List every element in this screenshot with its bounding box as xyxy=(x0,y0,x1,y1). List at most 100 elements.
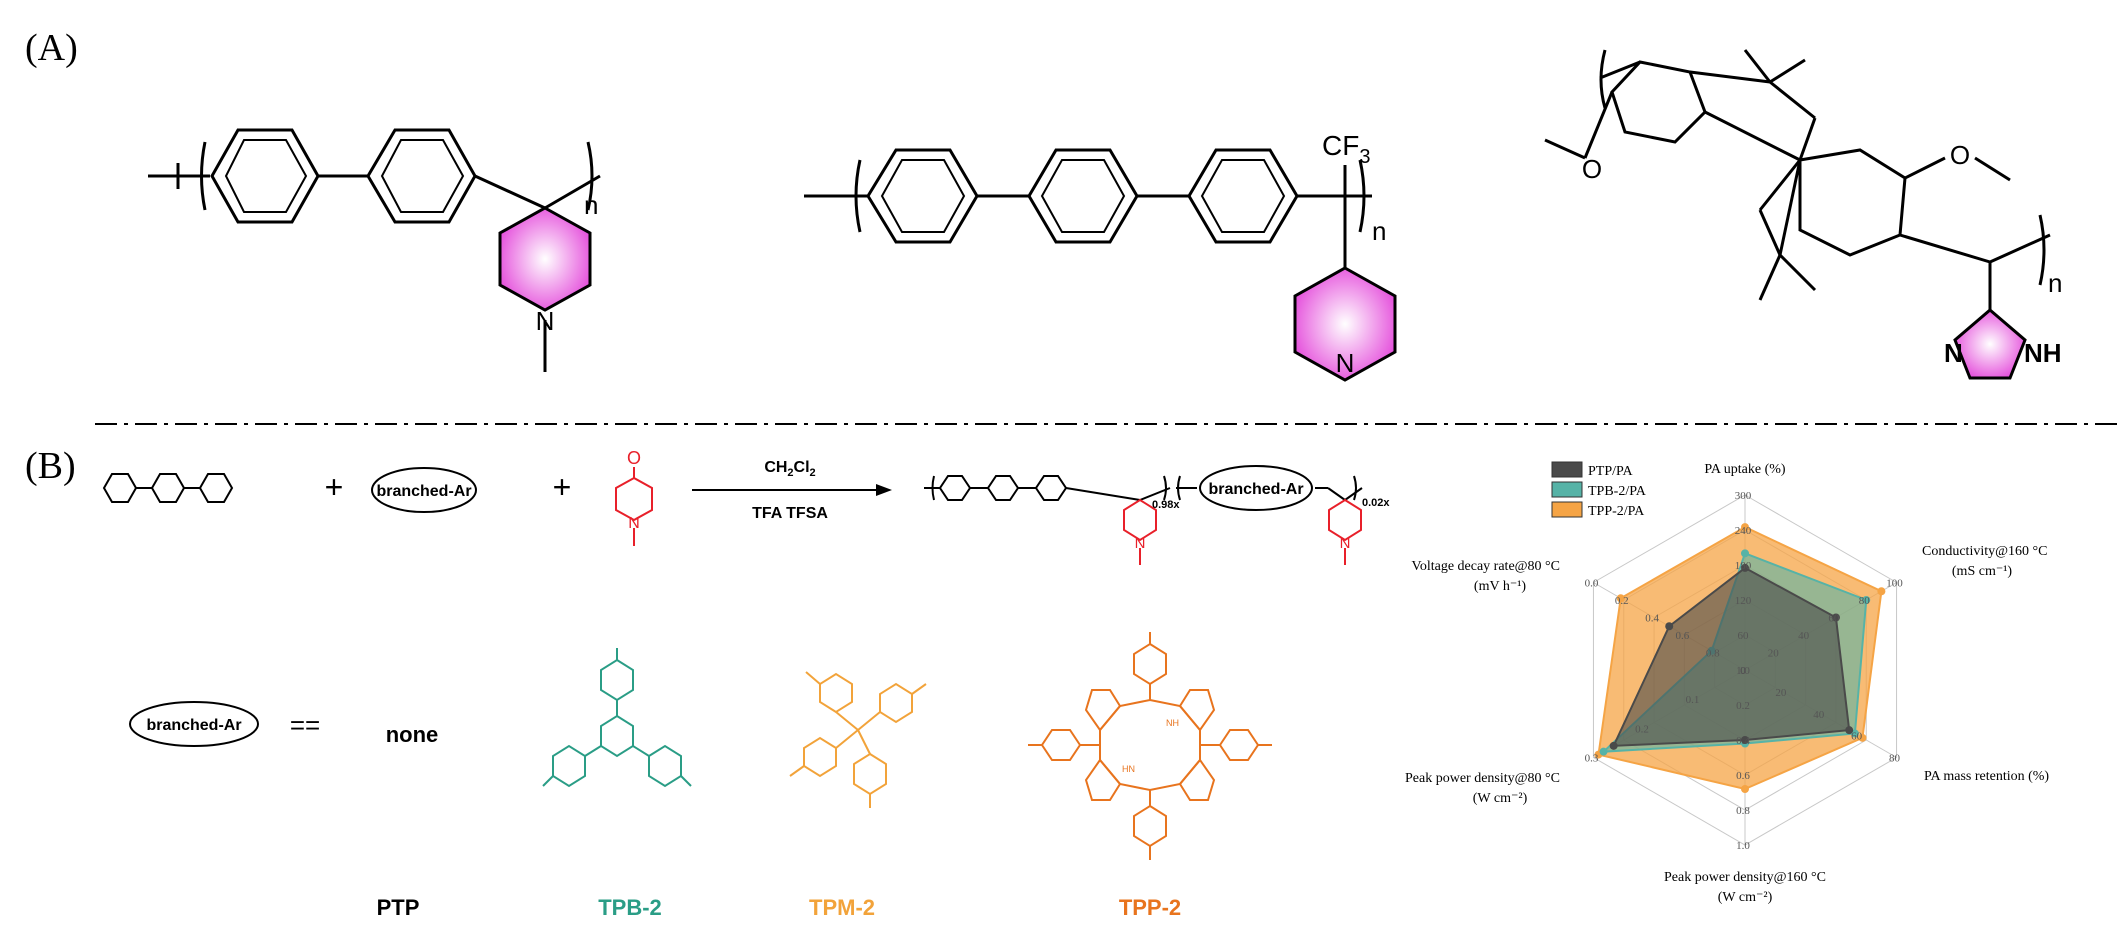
radar-axis-label: Peak power density@80 °C xyxy=(1405,771,1560,786)
legend-entry: PTP/PA xyxy=(1588,464,1634,479)
plus-1: + xyxy=(325,469,344,505)
radar-tick-label: 0 xyxy=(1740,665,1746,677)
product-piperidine-1 xyxy=(1123,498,1157,565)
radar-tick-label: 300 xyxy=(1735,490,1752,502)
tpp-structure xyxy=(1028,632,1272,860)
piperidone-n: N xyxy=(628,515,640,532)
branched-ar-label-2: branched-Ar xyxy=(1208,481,1303,498)
structure-2 xyxy=(804,148,1372,268)
radar-axis-label: Peak power density@160 °C xyxy=(1664,870,1826,885)
legend-swatch xyxy=(1551,461,1583,478)
radar-tick-label: 100 xyxy=(1886,578,1903,590)
cf3-label: CF3 xyxy=(1322,130,1370,168)
radar-point-PTP/PA xyxy=(1741,736,1749,744)
radar-tick-label: 180 xyxy=(1735,560,1752,572)
radar-tick-label: 0.6 xyxy=(1676,630,1690,642)
panel-b-label: (B) xyxy=(25,445,76,487)
piperidone-monomer xyxy=(615,467,653,546)
radar-axis-label: Conductivity@160 °C xyxy=(1922,544,2047,559)
radar-tick-label: 40 xyxy=(1813,709,1825,721)
radar-point-TPP-2/PA xyxy=(1877,587,1886,596)
radar-chart: 06012018024030002040608010002040608000.2… xyxy=(1405,461,2049,905)
radar-tick-label: 80 xyxy=(1889,753,1901,765)
radar-tick-label: 60 xyxy=(1851,731,1863,743)
radar-tick-label: 0 xyxy=(1740,665,1746,677)
branched-ar-oval-2 xyxy=(1199,465,1313,511)
product-polymer xyxy=(924,475,1363,501)
radar-tick-label: 120 xyxy=(1735,595,1752,607)
branched-ar-label-1: branched-Ar xyxy=(376,483,471,500)
product-ratio-2: 0.02x xyxy=(1362,497,1390,509)
radar-tick-label: 1.0 xyxy=(1736,840,1750,852)
radar-tick-label: 20 xyxy=(1775,687,1787,699)
terphenyl-monomer xyxy=(102,473,234,503)
branched-ar-oval-1 xyxy=(371,467,477,513)
radar-tick-label: 60 xyxy=(1828,613,1840,625)
radar-tick-label: 0.4 xyxy=(1645,613,1659,625)
radar-point-PTP/PA xyxy=(1831,613,1840,622)
radar-tick-label: 0.2 xyxy=(1635,723,1649,735)
radar-tick-label: 60 xyxy=(1738,630,1750,642)
reagent-line-1: CH2Cl2 xyxy=(764,459,815,479)
subscript-n-2: n xyxy=(1372,216,1386,246)
radar-tick-label: 40 xyxy=(1798,630,1810,642)
structure-1 xyxy=(148,128,601,224)
radar-point-TPP-2/PA xyxy=(1741,523,1749,532)
imidazole-n: N xyxy=(1944,338,1963,368)
panel-a-label: (A) xyxy=(25,27,78,69)
radar-tick-label: 0.4 xyxy=(1736,735,1750,747)
reaction-arrowhead xyxy=(876,484,892,496)
radar-axis-label: PA uptake (%) xyxy=(1704,462,1785,477)
none-label: none xyxy=(386,722,439,747)
radar-tick-label: 0.1 xyxy=(1686,694,1700,706)
plus-2: + xyxy=(553,469,572,505)
reagent-line-2: TFA TFSA xyxy=(752,505,828,522)
pyridine-n: N xyxy=(1336,348,1355,378)
tpb-structure xyxy=(542,648,692,788)
branched-ar-label-3: branched-Ar xyxy=(146,717,241,734)
radar-point-TPP-2/PA xyxy=(1616,594,1625,603)
legend-swatch xyxy=(1551,481,1583,498)
radar-axis-label: Voltage decay rate@80 °C xyxy=(1412,559,1560,574)
radar-tick-label: 0.2 xyxy=(1615,595,1629,607)
methoxy-o-left: O xyxy=(1582,154,1602,184)
product-n-1: N xyxy=(1135,535,1146,552)
radar-tick-label: 240 xyxy=(1735,525,1752,537)
methoxy-o-right: O xyxy=(1950,140,1970,170)
radar-tick-label: 0.8 xyxy=(1736,805,1750,817)
tpp-label: TPP-2 xyxy=(1119,895,1181,920)
radar-axis-unit: (W cm⁻²) xyxy=(1473,791,1528,806)
pyridine-ring xyxy=(1293,266,1397,382)
subscript-n-3: n xyxy=(2048,268,2062,298)
branched-ar-oval-3 xyxy=(129,701,259,747)
imidazole-nh: NH xyxy=(2024,338,2062,368)
radar-tick-label: 80 xyxy=(1859,595,1871,607)
radar-axis-label: PA mass retention (%) xyxy=(1924,769,2049,784)
subscript-n-1: n xyxy=(584,190,598,220)
radar-tick-label: 0.2 xyxy=(1736,700,1750,712)
tpp-nh: NH xyxy=(1166,718,1179,728)
radar-point-TPB-2/PA xyxy=(1599,747,1608,756)
radar-point-PTP/PA xyxy=(1845,726,1854,735)
tpm-label: TPM-2 xyxy=(809,895,875,920)
ptp-label: PTP xyxy=(377,895,420,920)
piperidine-n-1: N xyxy=(536,306,555,336)
radar-tick-label: 0 xyxy=(1740,665,1746,677)
radar-point-PTP/PA xyxy=(1741,563,1749,572)
radar-point-PTP/PA xyxy=(1665,622,1674,631)
tpm-structure xyxy=(789,671,927,808)
radar-axis-unit: (mS cm⁻¹) xyxy=(1952,564,2013,579)
radar-point-TPP-2/PA xyxy=(1858,733,1867,742)
legend-swatch xyxy=(1551,501,1583,518)
product-ratio-1: 0.98x xyxy=(1152,499,1180,511)
radar-tick-label: 0.8 xyxy=(1706,648,1720,660)
radar-point-TPP-2/PA xyxy=(1741,785,1749,793)
imidazole-ring xyxy=(1953,308,2027,380)
tpp-hn: HN xyxy=(1122,764,1135,774)
structure-3 xyxy=(1544,49,2051,310)
legend-entry: TPP-2/PA xyxy=(1588,504,1645,519)
piperidone-o: O xyxy=(627,448,641,468)
radar-point-TPB-2/PA xyxy=(1862,596,1871,604)
radar-tick-label: 20 xyxy=(1768,648,1780,660)
